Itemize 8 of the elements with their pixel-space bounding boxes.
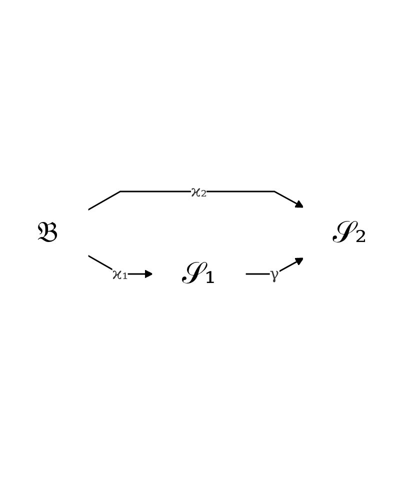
node-text: 𝔅 xyxy=(37,215,59,250)
arrow xyxy=(87,190,304,210)
arrow xyxy=(245,258,304,274)
edge-label: ϰ₂ xyxy=(190,182,207,200)
node-text: 𝒮₂ xyxy=(332,215,367,250)
edge-label: γ xyxy=(270,264,280,283)
edge-label: ϰ₁ xyxy=(112,264,128,283)
node-text: 𝒮₁ xyxy=(182,256,216,291)
